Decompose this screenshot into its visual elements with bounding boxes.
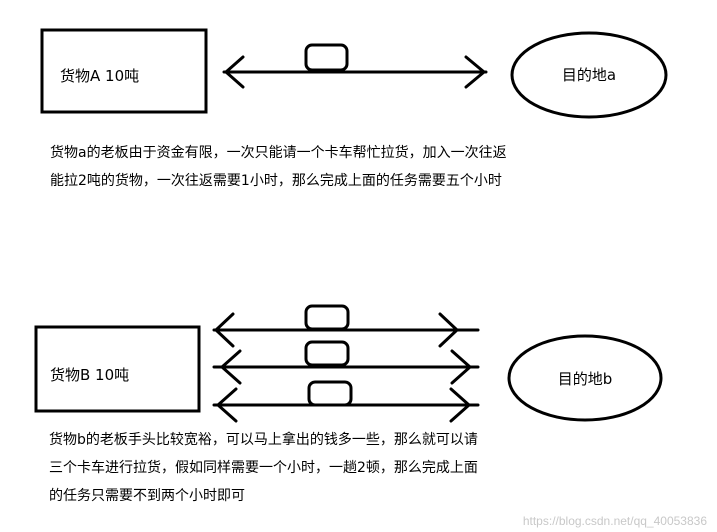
cargo-b-box bbox=[34, 325, 201, 413]
scenario-b-description: 货物b的老板手头比较宽裕，可以马上拿出的钱多一些，那么就可以请 三个卡车进行拉货… bbox=[49, 426, 478, 510]
scenario-b-line-3: 的任务只需要不到两个小时即可 bbox=[49, 488, 245, 504]
scenario-a-graphic: 货物A 10吨 目的地a bbox=[40, 28, 668, 119]
arrow-right-head bbox=[464, 55, 487, 89]
destination-b-ellipse bbox=[507, 334, 663, 422]
cargo-a-box bbox=[40, 28, 208, 114]
route-b-arrow-1 bbox=[212, 312, 480, 348]
destination-b-label: 目的地b bbox=[558, 370, 613, 388]
cargo-b-label: 货物B 10吨 bbox=[50, 366, 129, 384]
destination-a-ellipse bbox=[510, 31, 668, 119]
scenario-a-description: 货物a的老板由于资金有限，一次只能请一个卡车帮忙拉货，加入一次往返 能拉2吨的货… bbox=[50, 139, 507, 195]
scenario-b-line-1: 货物b的老板手头比较宽裕，可以马上拿出的钱多一些，那么就可以请 bbox=[49, 432, 478, 448]
route-a-arrow bbox=[222, 55, 488, 89]
cargo-a-label: 货物A 10吨 bbox=[60, 67, 139, 85]
scenario-a-line-2: 能拉2吨的货物，一次往返需要1小时，那么完成上面的任务需要五个小时 bbox=[50, 173, 502, 189]
destination-a-label: 目的地a bbox=[562, 66, 616, 84]
truck-a-1 bbox=[304, 43, 349, 72]
scenario-b-graphic: 货物B 10吨 目的地b bbox=[34, 304, 663, 423]
truck-b-2 bbox=[304, 340, 350, 367]
watermark: https://blog.csdn.net/qq_40053836 bbox=[522, 514, 707, 528]
scenario-b-line-2: 三个卡车进行拉货，假如同样需要一个小时，一趟2顿，那么完成上面 bbox=[49, 460, 478, 476]
truck-b-3 bbox=[307, 380, 353, 407]
truck-b-1 bbox=[304, 304, 350, 331]
route-b-arrow-2 bbox=[212, 349, 480, 385]
scenario-a-line-1: 货物a的老板由于资金有限，一次只能请一个卡车帮忙拉货，加入一次往返 bbox=[50, 145, 507, 161]
arrow-left-head bbox=[223, 55, 245, 89]
